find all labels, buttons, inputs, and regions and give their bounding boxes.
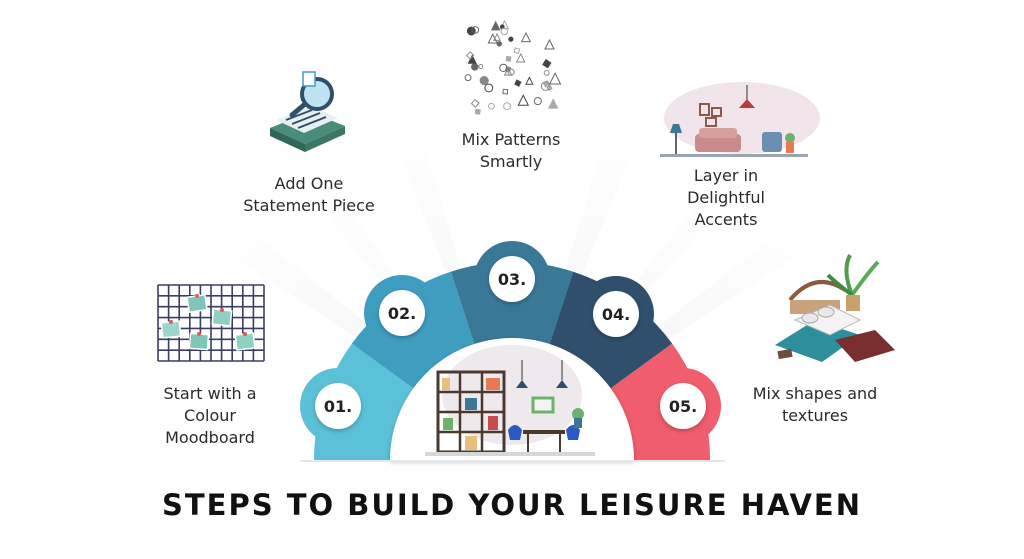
step-1-bubble xyxy=(315,383,361,429)
step-3-label: Mix Patterns Smartly xyxy=(461,130,561,171)
step-4-number: 04. xyxy=(602,305,630,324)
shelving-room-icon xyxy=(425,345,595,456)
step-2-label: Add One Statement Piece xyxy=(243,174,375,215)
magnifier-document-icon xyxy=(270,71,345,152)
step-5-label: Mix shapes and textures xyxy=(752,384,878,425)
number-bubbles: 01. 02. 03. 04. 05. xyxy=(315,256,706,429)
step-4-bubble xyxy=(593,291,639,337)
page-title: STEPS TO BUILD YOUR LEISURE HAVEN xyxy=(162,488,862,522)
step-1-number: 01. xyxy=(324,397,352,416)
step-5-bubble xyxy=(660,383,706,429)
step-3-number: 03. xyxy=(498,270,526,289)
living-room-icon xyxy=(660,82,820,157)
bohemian-bedroom-icon xyxy=(775,254,895,362)
moodboard-grid-icon xyxy=(157,284,265,362)
step-4-label: Layer in Delightful Accents xyxy=(687,166,765,229)
step-2-bubble xyxy=(379,290,425,336)
step-5-number: 05. xyxy=(669,397,697,416)
step-1-label: Start with a Colour Moodboard xyxy=(163,384,257,447)
pattern-shapes-icon xyxy=(464,19,562,115)
step-2-number: 02. xyxy=(388,304,416,323)
step-3-bubble xyxy=(489,256,535,302)
